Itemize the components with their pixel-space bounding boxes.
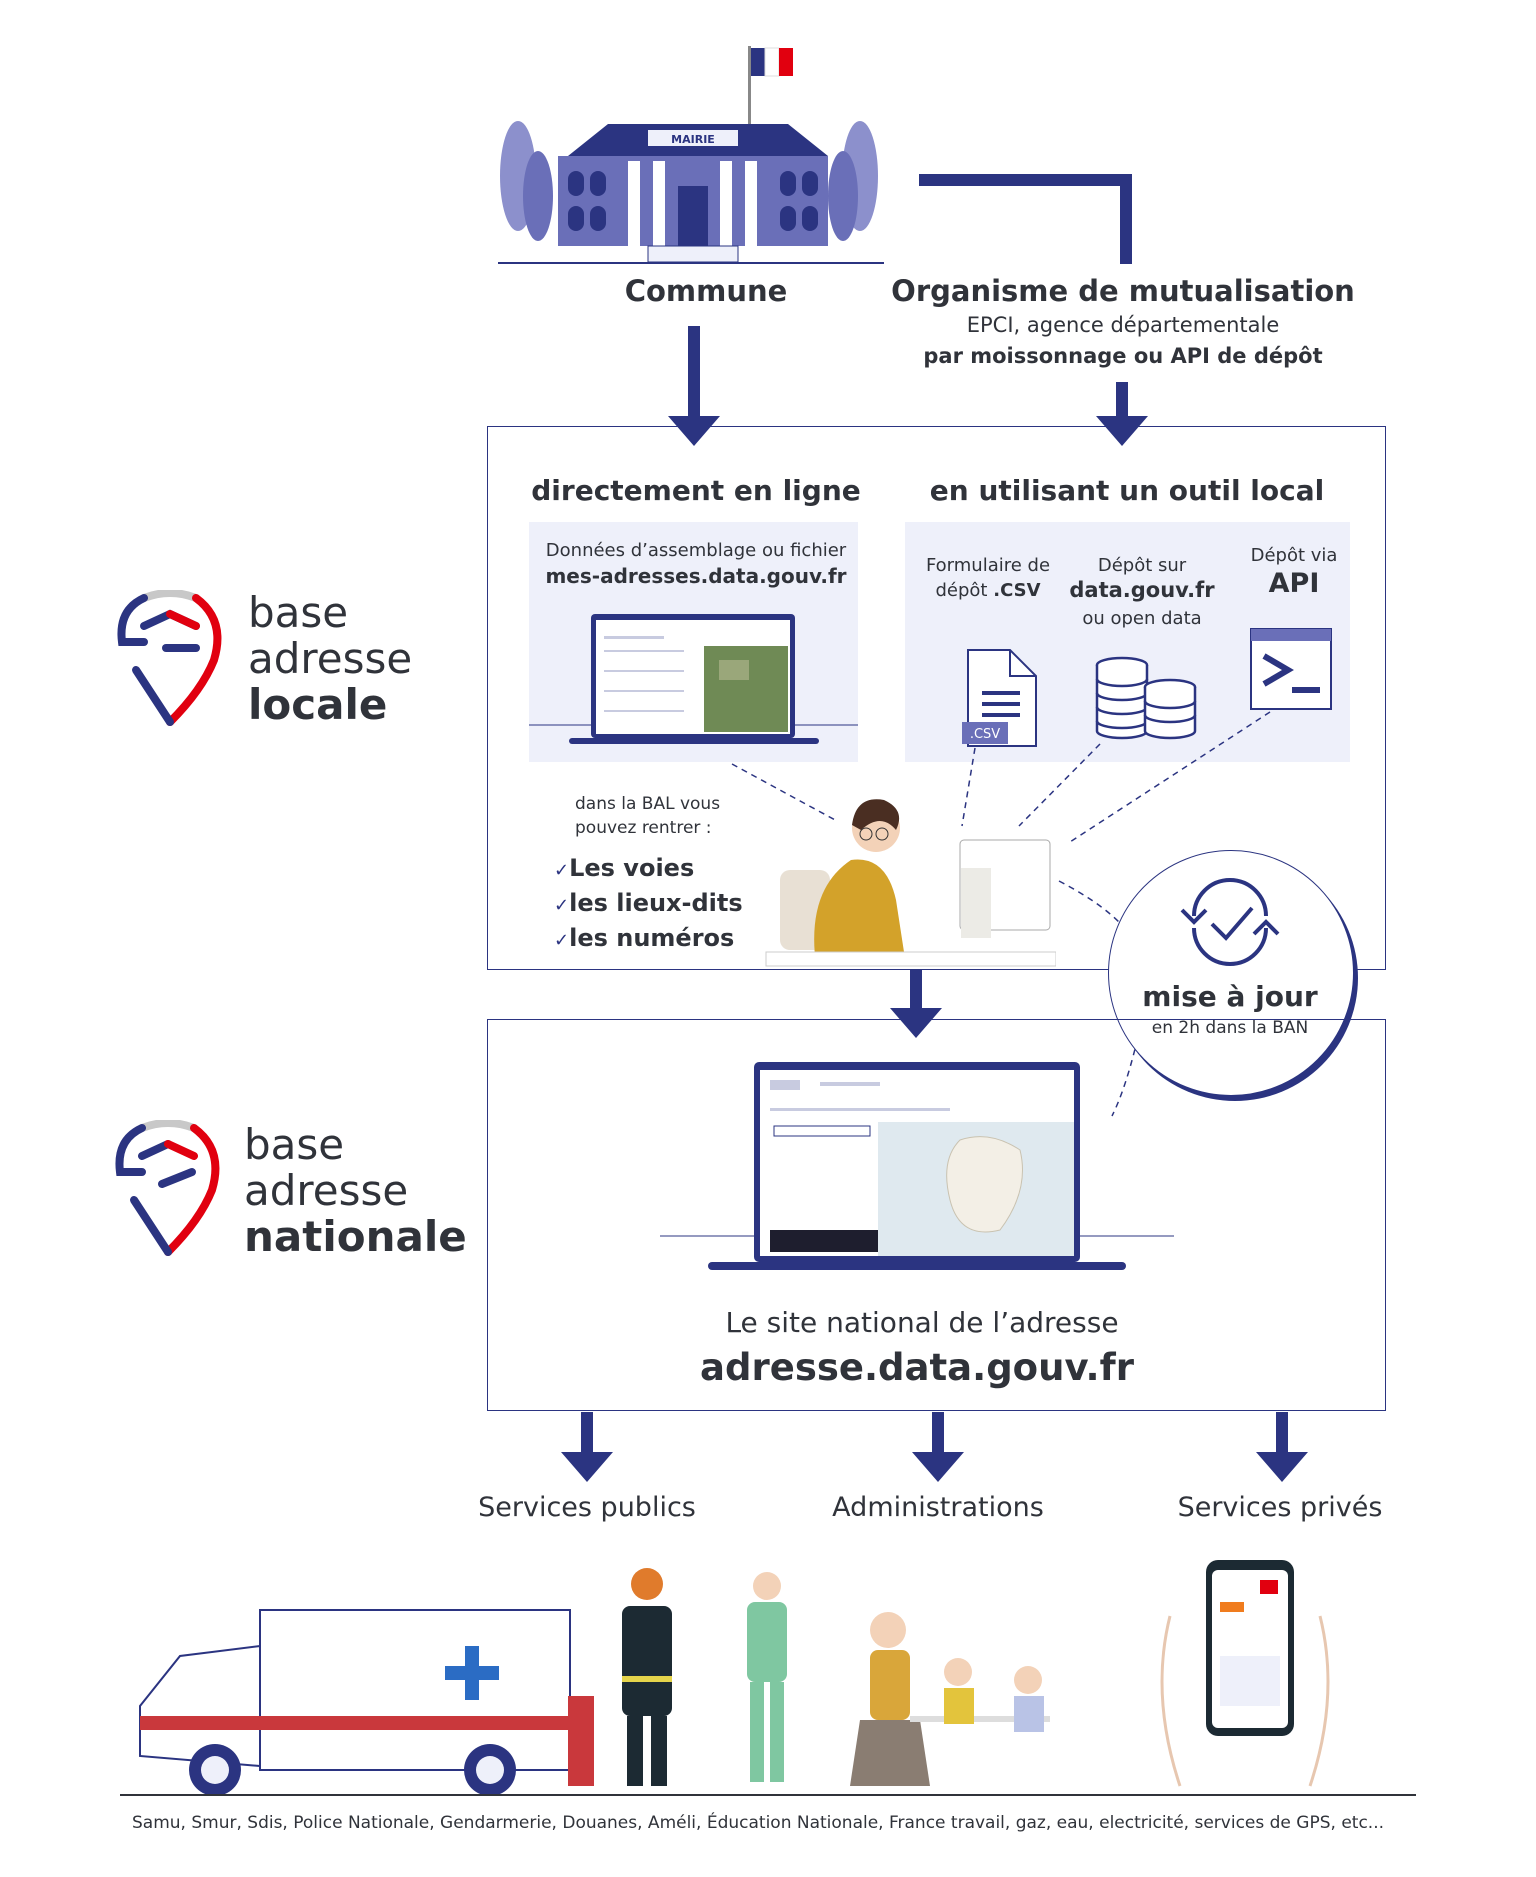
arrow-services-publics-shaft bbox=[581, 1412, 593, 1456]
arrow-administrations-shaft bbox=[932, 1412, 944, 1456]
users-illustration bbox=[120, 1560, 1416, 1796]
teacher-children-illustration bbox=[850, 1612, 1050, 1786]
bal-box bbox=[487, 426, 1386, 970]
bal-logo-icon bbox=[117, 590, 222, 726]
csv-file-icon: .CSV bbox=[962, 649, 1037, 747]
mairie-illustration: MAIRIE bbox=[498, 46, 884, 264]
update-title: mise à jour bbox=[1142, 980, 1318, 1013]
bal-logo-line1: base bbox=[248, 588, 349, 637]
check-icon: ✓ bbox=[554, 895, 570, 916]
sync-check-icon bbox=[1180, 878, 1280, 966]
nurse-illustration bbox=[747, 1572, 787, 1782]
ban-logo-line1: base bbox=[244, 1120, 345, 1169]
commune-label: Commune bbox=[624, 274, 788, 308]
arrow-commune-head bbox=[668, 416, 720, 446]
terminal-icon bbox=[1250, 628, 1332, 710]
csv-label-2: dépôt bbox=[935, 580, 988, 601]
csv-label-row: dépôt .CSV bbox=[935, 580, 1040, 601]
ambulance-illustration bbox=[139, 1609, 571, 1796]
organisme-method: par moissonnage ou API de dépôt bbox=[923, 344, 1323, 368]
woman-at-computer-illustration bbox=[765, 799, 1056, 967]
consumer-services-publics: Services publics bbox=[478, 1492, 696, 1523]
arrow-bal-to-ban-shaft bbox=[910, 970, 922, 1012]
local-title: en utilisant un outil local bbox=[929, 474, 1325, 507]
check-icon: ✓ bbox=[554, 930, 570, 951]
arrow-commune-shaft bbox=[688, 326, 700, 422]
mairie-sign: MAIRIE bbox=[671, 133, 715, 146]
ban-box bbox=[487, 1019, 1386, 1411]
arrow-organisme-shaft bbox=[1116, 382, 1128, 422]
csv-label-3: .CSV bbox=[993, 580, 1041, 601]
adresse-data-gouv-laptop bbox=[660, 1062, 1174, 1270]
csv-badge: .CSV bbox=[970, 727, 1000, 742]
organisme-title: Organisme de mutualisation bbox=[891, 274, 1355, 308]
checklist-item: ✓les numéros bbox=[554, 924, 735, 952]
organisme-connector bbox=[919, 174, 1132, 186]
database-icon bbox=[1095, 656, 1197, 740]
bal-logo-line3: locale bbox=[248, 680, 388, 729]
arrow-bal-to-ban-head bbox=[890, 1008, 942, 1038]
datagouv-1: Dépôt sur bbox=[1097, 555, 1187, 576]
arrow-services-publics-head bbox=[561, 1452, 613, 1482]
csv-label-1: Formulaire de bbox=[925, 555, 1051, 576]
bal-intro-1: dans la BAL vous bbox=[575, 794, 721, 814]
bal-intro-2: pouvez rentrer : bbox=[575, 818, 712, 838]
bal-logo-line2: adresse bbox=[248, 634, 413, 683]
organisme-subtitle: EPCI, agence départementale bbox=[966, 313, 1280, 337]
mes-adresses-laptop bbox=[529, 614, 858, 744]
firefighter-illustration bbox=[568, 1568, 672, 1786]
arrow-administrations-head bbox=[912, 1452, 964, 1482]
phone-illustration bbox=[1160, 1560, 1330, 1787]
online-url[interactable]: mes-adresses.data.gouv.fr bbox=[545, 564, 847, 588]
organisme-connector-vertical bbox=[1120, 174, 1132, 264]
datagouv-2[interactable]: data.gouv.fr bbox=[1069, 578, 1215, 602]
arrow-services-prives-head bbox=[1256, 1452, 1308, 1482]
online-title: directement en ligne bbox=[531, 474, 861, 507]
ban-logo-line2: adresse bbox=[244, 1166, 409, 1215]
arrow-services-prives-shaft bbox=[1276, 1412, 1288, 1456]
update-subtitle: en 2h dans la BAN bbox=[1151, 1018, 1309, 1038]
update-badge bbox=[1108, 850, 1354, 1096]
checklist-item: ✓les lieux-dits bbox=[554, 889, 743, 917]
online-desc: Données d’assemblage ou fichier bbox=[545, 540, 847, 561]
consumer-services-prives: Services privés bbox=[1177, 1492, 1383, 1523]
checklist-item: ✓Les voies bbox=[554, 854, 695, 882]
api-1: Dépôt via bbox=[1250, 545, 1338, 566]
datagouv-3: ou open data bbox=[1082, 608, 1202, 629]
site-url[interactable]: adresse.data.gouv.fr bbox=[700, 1346, 1134, 1389]
check-icon: ✓ bbox=[554, 860, 570, 881]
footer-examples: Samu, Smur, Sdis, Police Nationale, Gend… bbox=[132, 1813, 1384, 1833]
api-2: API bbox=[1268, 568, 1320, 599]
ban-logo-line3: nationale bbox=[244, 1212, 467, 1261]
ban-logo-icon bbox=[115, 1120, 220, 1256]
consumer-administrations: Administrations bbox=[832, 1492, 1044, 1523]
site-label: Le site national de l’adresse bbox=[725, 1306, 1119, 1339]
arrow-organisme-head bbox=[1096, 416, 1148, 446]
checklist: ✓Les voies ✓les lieux-dits ✓les numéros bbox=[554, 852, 743, 957]
